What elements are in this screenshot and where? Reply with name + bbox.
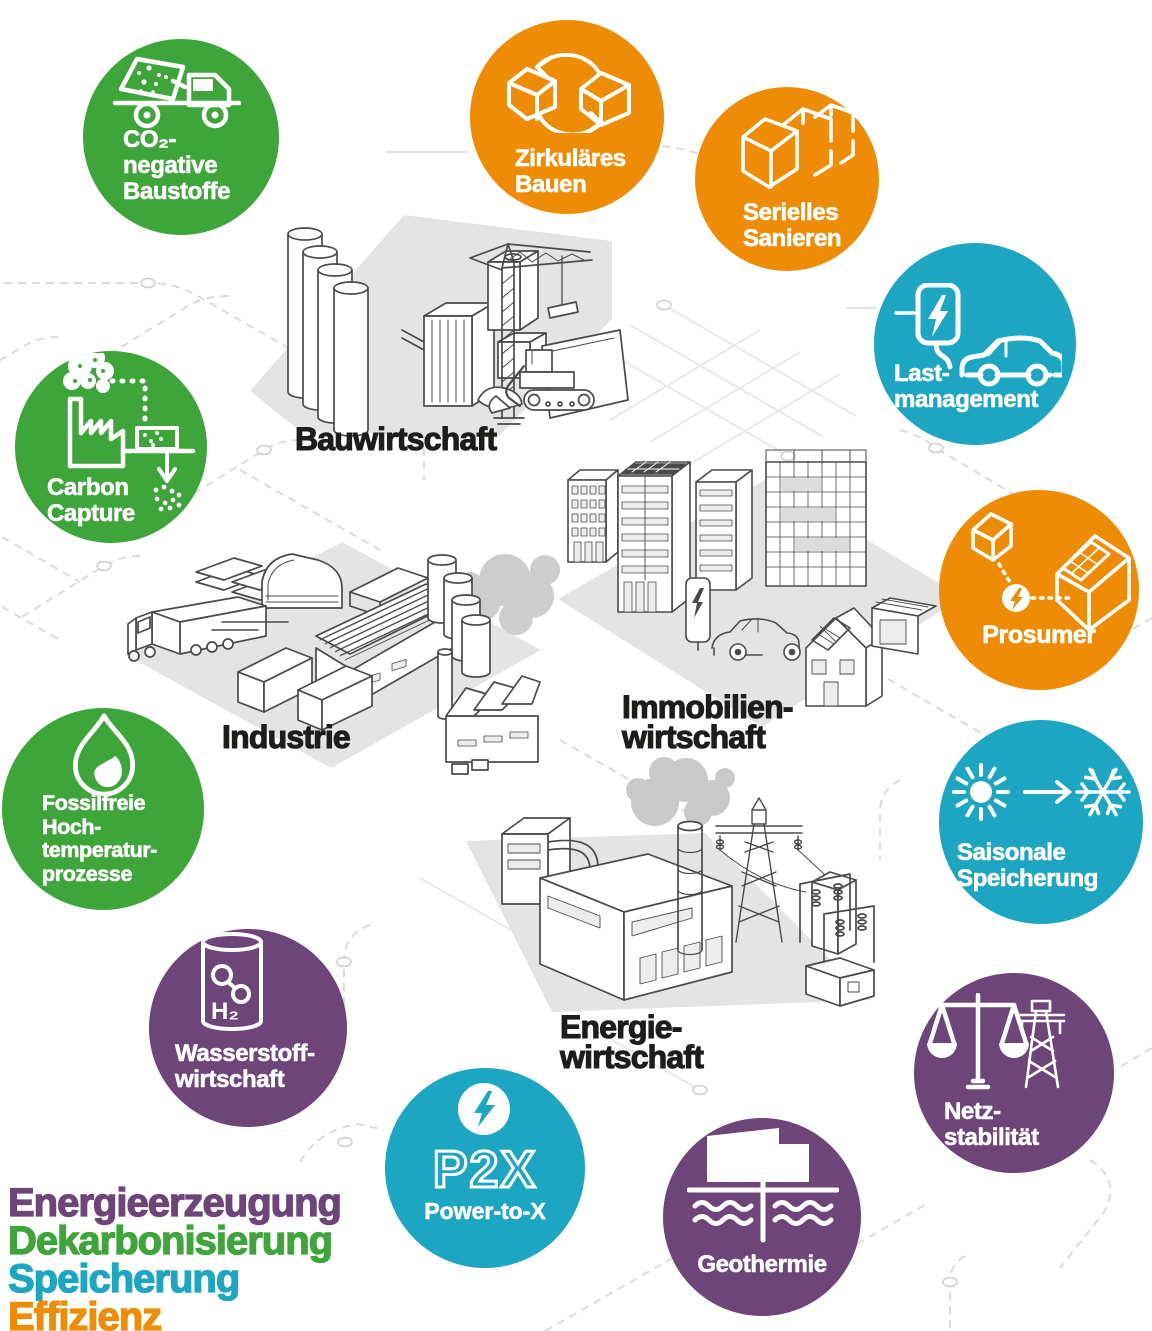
sun-to-snowflake-icon: [952, 763, 1131, 821]
legend-item-speicherung: Speicherung: [7, 1257, 241, 1301]
sector-label-energiewirtschaft: Energie- wirtschaft: [559, 1009, 704, 1075]
sector-label-immobilienwirtschaft: Immobilien- wirtschaft: [621, 689, 794, 755]
legend-item-dekarbonisierung: Dekarbonisierung: [7, 1219, 333, 1263]
sector-label-industrie: Industrie: [221, 719, 351, 755]
category-legend: Energieerzeugung Dekarbonisierung Speich…: [7, 1181, 342, 1331]
sector-label-line: wirtschaft: [621, 719, 766, 755]
bubble-label: Last-management: [894, 360, 1039, 413]
bubble-prosumer: Prosumer: [939, 490, 1139, 690]
ev-charging-icon: [894, 283, 1062, 387]
bubble-p2x-power-to-x: P2X Power-to-X: [385, 1068, 585, 1268]
carbon-capture-icon: [63, 353, 196, 512]
geothermal-icon: [687, 1128, 839, 1243]
p2x-outline-text: P2X: [431, 1141, 538, 1199]
bubble-geothermie: Geothermie: [663, 1118, 861, 1316]
legend-item-effizienz: Effizienz: [7, 1295, 163, 1331]
immobilien-art: [567, 449, 937, 707]
bubble-label: Wasserstoff-wirtschaft: [175, 1040, 316, 1093]
bubble-label: Netz-stabilität: [944, 1098, 1040, 1151]
bubble-netzstabilitaet: Netz-stabilität: [914, 973, 1114, 1173]
bauwirtschaft-art: [287, 227, 629, 437]
mixer-truck-icon: [112, 56, 242, 129]
legend-item-energieerzeugung: Energieerzeugung: [7, 1181, 342, 1225]
row-houses-icon: [741, 103, 855, 189]
lightning-disc-icon: [458, 1083, 510, 1135]
h2-icon-label: H₂: [211, 998, 239, 1025]
industrie-art: [127, 553, 560, 775]
bubble-label: Geothermie: [697, 1251, 827, 1278]
sector-label-line: Energie-: [559, 1009, 683, 1045]
house-recycle-icon: [507, 53, 631, 133]
sector-label-line: wirtschaft: [559, 1039, 704, 1075]
prosumer-flow-icon: [971, 512, 1131, 632]
scales-pylon-icon: [927, 993, 1066, 1090]
bubble-wasserstoffwirtschaft: H₂ Wasserstoff-wirtschaft: [149, 929, 347, 1127]
p2x-sub-text: Power-to-X: [424, 1198, 546, 1225]
sector-label-line: Immobilien-: [621, 689, 794, 725]
bubble-label: Prosumer: [982, 621, 1097, 649]
hydrogen-barrel-icon: H₂: [201, 932, 263, 1031]
energie-smoke-cloud: [626, 757, 735, 826]
bubble-lastmanagement: Last-management: [874, 243, 1076, 445]
energie-art: [501, 757, 875, 1007]
flame-icon: [72, 713, 136, 796]
sector-label-bauwirtschaft: Bauwirtschaft: [294, 421, 497, 457]
